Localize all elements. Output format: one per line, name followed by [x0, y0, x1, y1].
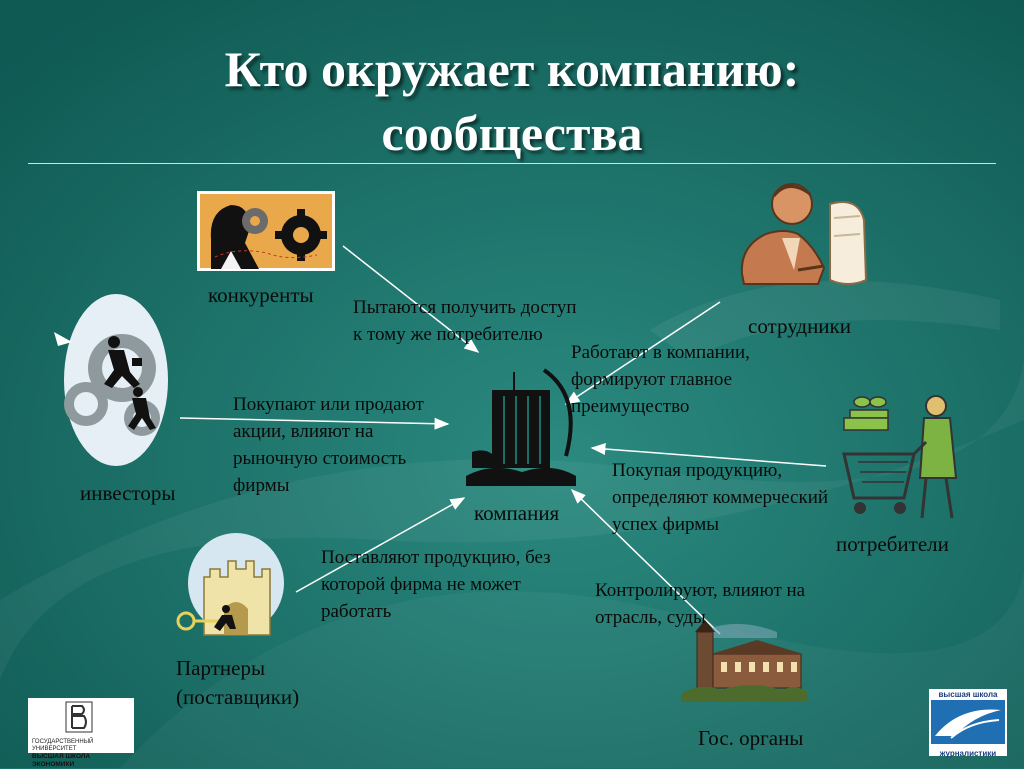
journalism-logo-emblem-icon [931, 700, 1005, 744]
consumers-description: Покупая продукцию, определяют коммерческ… [612, 460, 829, 535]
consumer-shopping-cart-icon [842, 395, 958, 519]
hse-emblem-icon [65, 701, 93, 733]
government-building-icon [681, 620, 807, 702]
consumers-label: потребители [836, 532, 949, 556]
journalism-logo-line2: журналистики [939, 749, 997, 758]
partners-label: Партнеры (поставщики) [176, 656, 300, 709]
employees-label: сотрудники [748, 314, 851, 338]
journalism-school-logo: высшая школа журналистики [929, 689, 1007, 758]
hse-logo-line1: ГОСУДАРСТВЕННЫЙ УНИВЕРСИТЕТ [32, 739, 94, 752]
employee-at-computer-icon [740, 183, 868, 285]
investors-gears-icon [54, 294, 168, 466]
government-description: Контролируют, влияют на отрасль, суды [595, 580, 806, 628]
investors-description: Покупают или продают акции, влияют на ры… [233, 394, 424, 496]
hse-logo: ГОСУДАРСТВЕННЫЙ УНИВЕРСИТЕТ ВЫСШАЯ ШКОЛА… [28, 698, 134, 768]
competitors-label: конкуренты [208, 283, 314, 307]
competitors-gears-icon [197, 191, 335, 271]
partners-fortress-key-icon [176, 533, 284, 636]
government-label: Гос. органы [698, 726, 804, 750]
journalism-logo-line1: высшая школа [938, 690, 998, 699]
company-building-icon [466, 368, 576, 486]
slide-title-line2: сообщества [381, 105, 643, 161]
title-divider [28, 163, 996, 164]
competitors-description: Пытаются получить доступ к тому же потре… [353, 297, 577, 345]
investors-label: инвесторы [80, 481, 176, 505]
partners-description: Поставляют продукцию, без которой фирма … [321, 547, 551, 622]
hse-logo-line2: ВЫСШАЯ ШКОЛА ЭКОНОМИКИ [32, 753, 91, 768]
slide-title-line1: Кто окружает компанию: [224, 41, 800, 97]
company-label: компания [474, 501, 560, 525]
employees-description: Работают в компании, формируют главное п… [571, 342, 750, 417]
